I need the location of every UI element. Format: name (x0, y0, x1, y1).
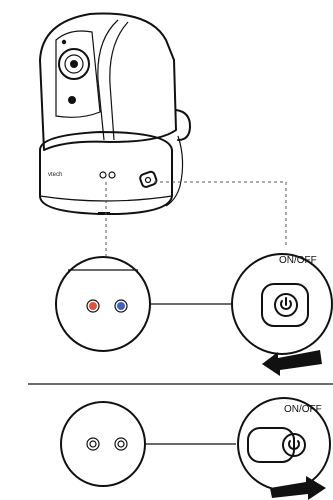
led-off-left (86, 437, 100, 451)
power-button-on (274, 293, 298, 317)
led-hole-right (108, 171, 116, 179)
led-red (89, 302, 97, 310)
led-off-right (114, 437, 128, 451)
power-button-off (282, 433, 306, 457)
callout-lines (105, 181, 287, 256)
camera-illustration: vtech (39, 12, 191, 215)
led-blue (117, 302, 125, 310)
led-magnifier-on (55, 256, 151, 352)
arrow-right-icon (270, 476, 326, 500)
detail-on: ON/OFF (55, 253, 333, 376)
base-power-switch (139, 170, 158, 188)
arrow-left-icon (262, 350, 322, 376)
switch-label-on: ON/OFF (279, 255, 317, 266)
detail-off: ON/OFF (60, 397, 331, 500)
power-icon (288, 437, 300, 450)
switch-magnifier-on (231, 253, 333, 355)
led-magnifier-off (60, 401, 146, 487)
brand-text: vtech (48, 172, 62, 178)
power-icon (280, 297, 292, 310)
switch-label-off: ON/OFF (284, 404, 322, 415)
led-hole-left (99, 171, 107, 179)
